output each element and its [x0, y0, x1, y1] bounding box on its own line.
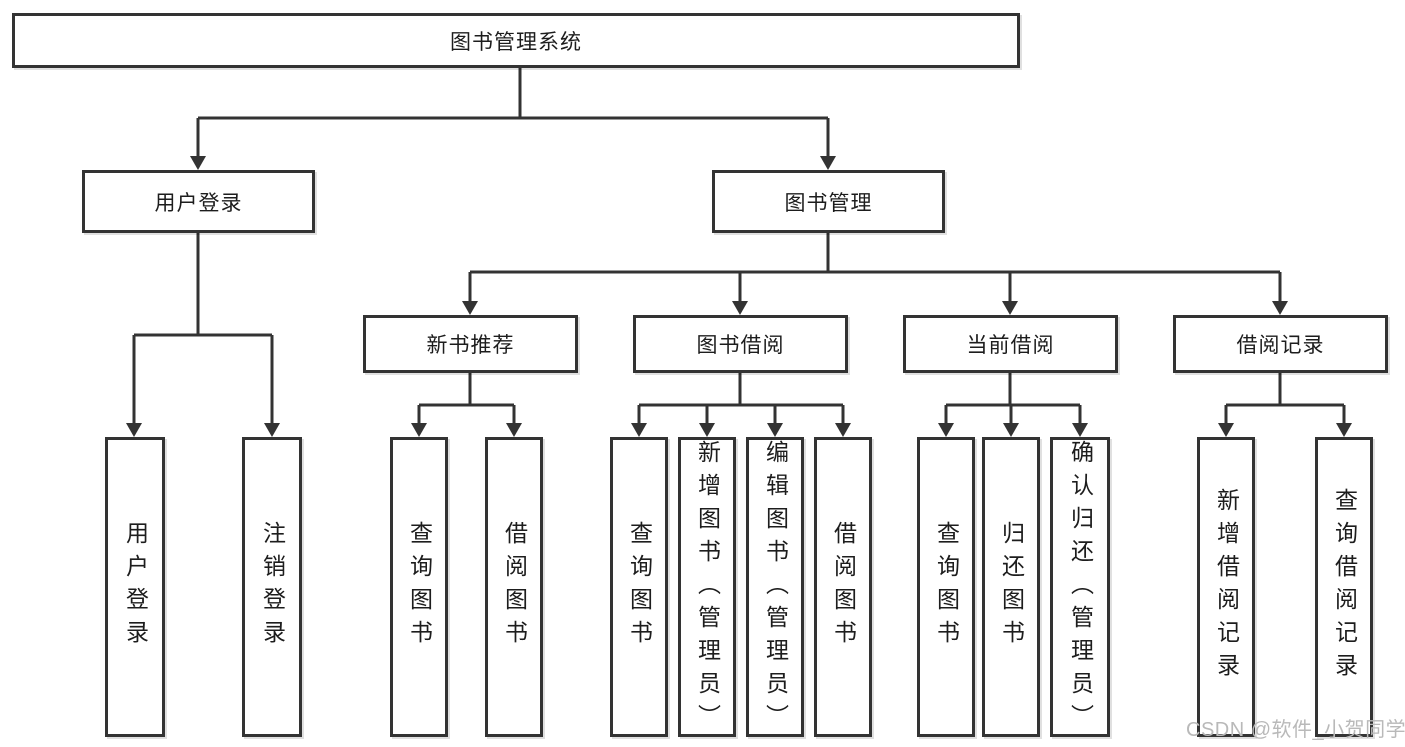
leaf-query-borrow-record-label: 查询借阅记录	[1331, 488, 1358, 686]
node-new-book-recommend: 新书推荐	[363, 315, 578, 373]
leaf-logout: 注销登录	[242, 437, 302, 737]
leaf-query-books-1: 查询图书	[390, 437, 448, 737]
leaf-query-books-1-label: 查询图书	[406, 521, 433, 653]
arrow-to-borrow-records	[1272, 301, 1288, 315]
arrow-to-book-mgmt	[820, 156, 836, 170]
csdn-watermark: CSDN @软件_小贺同学	[1186, 719, 1405, 741]
leaf-confirm-return-admin-label: 确认归还（管理员）	[1067, 440, 1094, 737]
node-book-borrowing: 图书借阅	[633, 315, 848, 373]
node-borrowing-records-label: 借阅记录	[1236, 334, 1325, 357]
leaf-confirm-return-admin: 确认归还（管理员）	[1050, 437, 1110, 737]
arrow-to-user-login	[190, 156, 206, 170]
arrow-cb-leaf1	[938, 423, 954, 437]
leaf-borrow-books-2-label: 借阅图书	[830, 521, 857, 653]
arrow-cb-leaf3	[1072, 423, 1088, 437]
leaf-edit-books-admin-label: 编辑图书（管理员）	[762, 440, 789, 737]
node-book-management-label: 图书管理	[784, 191, 873, 215]
node-new-book-recommend-label: 新书推荐	[426, 334, 515, 357]
arrow-bb-leaf1	[631, 423, 647, 437]
leaf-return-books: 归还图书	[982, 437, 1040, 737]
node-current-borrowing-label: 当前借阅	[966, 334, 1055, 357]
leaf-borrow-books-1: 借阅图书	[485, 437, 543, 737]
node-user-login-label: 用户登录	[154, 191, 243, 215]
node-current-borrowing: 当前借阅	[903, 315, 1118, 373]
arrow-bb-leaf3	[767, 423, 783, 437]
arrow-bb-leaf2	[699, 423, 715, 437]
node-book-borrowing-label: 图书借阅	[696, 334, 785, 357]
leaf-return-books-label: 归还图书	[998, 521, 1025, 653]
connector-lines	[132, 68, 1346, 424]
arrow-to-book-borrow	[732, 301, 748, 315]
arrow-to-leaf-login	[126, 423, 142, 437]
arrow-cb-leaf2	[1003, 423, 1019, 437]
leaf-query-books-2: 查询图书	[610, 437, 668, 737]
leaf-logout-label: 注销登录	[259, 521, 286, 653]
arrow-br-leaf2	[1336, 423, 1352, 437]
node-user-login: 用户登录	[82, 170, 315, 233]
node-library-system: 图书管理系统	[12, 13, 1020, 68]
node-book-management: 图书管理	[712, 170, 945, 233]
leaf-query-borrow-record: 查询借阅记录	[1315, 437, 1373, 737]
leaf-user-login: 用户登录	[105, 437, 165, 737]
arrow-to-leaf-logout	[264, 423, 280, 437]
leaf-user-login-label: 用户登录	[122, 521, 149, 653]
leaf-add-borrow-record: 新增借阅记录	[1197, 437, 1255, 737]
leaf-query-books-2-label: 查询图书	[626, 521, 653, 653]
node-library-system-label: 图书管理系统	[450, 30, 582, 54]
leaf-edit-books-admin: 编辑图书（管理员）	[746, 437, 804, 737]
leaf-add-books-admin-label: 新增图书（管理员）	[694, 440, 721, 737]
arrow-nb-leaf2	[506, 423, 522, 437]
arrow-nb-leaf1	[411, 423, 427, 437]
arrow-to-new-book	[462, 301, 478, 315]
leaf-borrow-books-2: 借阅图书	[814, 437, 872, 737]
leaf-query-books-3: 查询图书	[917, 437, 975, 737]
arrow-to-current-borrow	[1002, 301, 1018, 315]
node-borrowing-records: 借阅记录	[1173, 315, 1388, 373]
arrow-bb-leaf4	[835, 423, 851, 437]
leaf-add-books-admin: 新增图书（管理员）	[678, 437, 736, 737]
leaf-borrow-books-1-label: 借阅图书	[501, 521, 528, 653]
leaf-query-books-3-label: 查询图书	[933, 521, 960, 653]
arrow-br-leaf1	[1218, 423, 1234, 437]
leaf-add-borrow-record-label: 新增借阅记录	[1213, 488, 1240, 686]
arrowheads	[126, 156, 1352, 437]
